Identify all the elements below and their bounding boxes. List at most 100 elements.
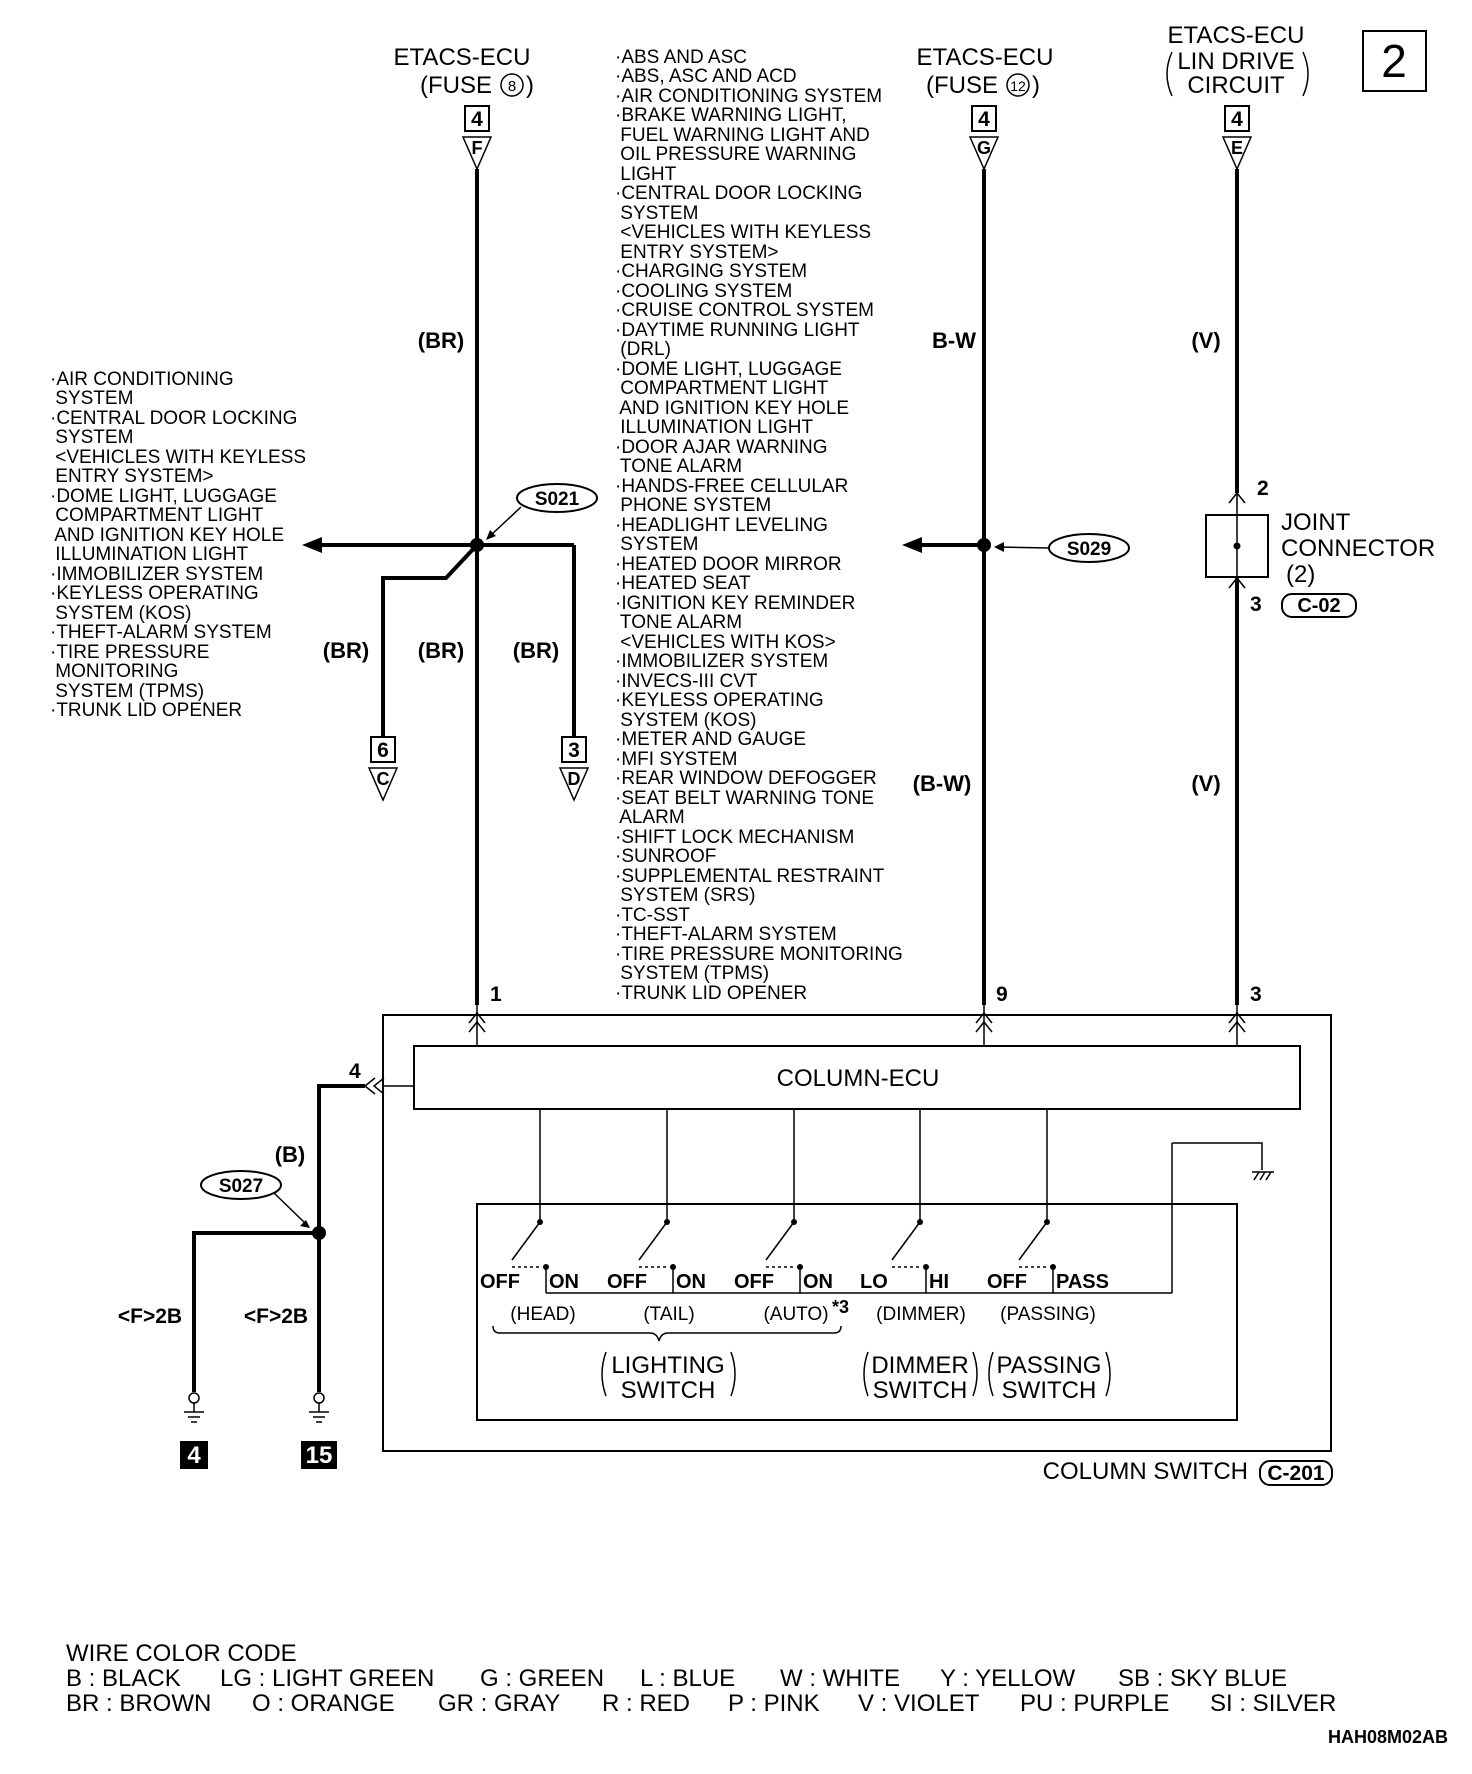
wire-label-br-left: (BR): [323, 638, 369, 663]
center-system-item: ·HEADLIGHT LEVELING: [615, 515, 828, 536]
switch-auto-off: OFF: [734, 1271, 774, 1293]
center-system-item: COMPARTMENT LIGHT: [615, 378, 829, 399]
joint-pin-bottom: 3: [1250, 593, 1262, 616]
joint-pin-top: 2: [1257, 477, 1269, 500]
lighting-switch-line2: SWITCH: [621, 1377, 716, 1404]
switch-dimmer: LO HI (DIMMER): [860, 1219, 966, 1325]
switch-head: OFF ON (HEAD): [480, 1219, 579, 1325]
switch-head-off: OFF: [480, 1271, 520, 1293]
lighting-switch-line1: LIGHTING: [611, 1352, 724, 1379]
color-code-item: SB : SKY BLUE: [1118, 1665, 1287, 1692]
branch-connector-6c: 6 C: [367, 736, 399, 802]
source-left-terminal: F: [472, 138, 483, 158]
switch-tail-on: ON: [676, 1271, 706, 1293]
switch-groups: LIGHTING SWITCH DIMMER SWITCH PASSING SW…: [492, 1325, 1111, 1404]
page-number-box: 2: [1362, 30, 1427, 92]
center-system-item: ·AIR CONDITIONING SYSTEM: [615, 86, 882, 107]
left-system-item: SYSTEM (KOS): [50, 603, 191, 624]
left-system-item: ENTRY SYSTEM>: [50, 466, 214, 487]
color-code-item: GR : GRAY: [438, 1690, 560, 1717]
center-system-item: <VEHICLES WITH KEYLESS: [615, 222, 871, 243]
source-etacs-fuse-8: ETACS-ECU (FUSE 8 ) 4 F: [394, 44, 534, 171]
color-code-item: R : RED: [602, 1690, 690, 1717]
center-system-item: ·TC-SST: [615, 905, 690, 926]
color-code-item: BR : BROWN: [66, 1690, 211, 1717]
center-system-item: ·CENTRAL DOOR LOCKING: [615, 183, 862, 204]
left-system-item: ·AIR CONDITIONING: [50, 369, 234, 390]
wire-label-v-bottom: (V): [1191, 771, 1220, 796]
branch-3-number: 3: [568, 739, 580, 762]
center-system-item: ·MFI SYSTEM: [615, 749, 737, 770]
center-system-item: ·COOLING SYSTEM: [615, 281, 792, 302]
ground-ref-left: <F>2B: [118, 1305, 182, 1328]
source-mid-close: ): [1032, 72, 1040, 99]
ground-number-15: 15: [306, 1442, 333, 1469]
color-code-item: P : PINK: [728, 1690, 820, 1717]
joint-connector: 2 3 JOINT CONNECTOR (2) C-02: [1205, 477, 1435, 618]
color-code-item: V : VIOLET: [858, 1690, 980, 1717]
left-system-item: ·KEYLESS OPERATING: [50, 583, 259, 604]
source-right-line2: LIN DRIVE: [1177, 48, 1294, 75]
passing-switch-line1: PASSING: [997, 1352, 1102, 1379]
center-system-item: <VEHICLES WITH KOS>: [615, 632, 836, 653]
wire-label-br-right: (BR): [513, 638, 559, 663]
center-system-item: ·DOOR AJAR WARNING: [615, 437, 828, 458]
color-code-item: SI : SILVER: [1210, 1690, 1336, 1717]
dimmer-switch-line1: DIMMER: [871, 1352, 968, 1379]
branch-6-terminal: C: [377, 769, 390, 789]
center-system-item: PHONE SYSTEM: [615, 495, 771, 516]
center-system-item: ·METER AND GAUGE: [615, 729, 806, 750]
switch-tail-off: OFF: [607, 1271, 647, 1293]
left-system-item: ·TIRE PRESSURE: [50, 642, 209, 663]
wire-label-bw-bottom: (B-W): [913, 771, 972, 796]
wire-label-br-center: (BR): [418, 638, 464, 663]
switch-tail: OFF ON (TAIL): [607, 1219, 706, 1325]
branch-3-terminal: D: [568, 769, 581, 789]
left-system-item: ILLUMINATION LIGHT: [50, 544, 249, 565]
wire-color-title: WIRE COLOR CODE: [66, 1640, 297, 1667]
joint-label-line1: JOINT: [1281, 509, 1351, 536]
color-code-item: Y : YELLOW: [940, 1665, 1076, 1692]
center-system-item: FUEL WARNING LIGHT AND: [615, 125, 870, 146]
switch-passing-pass: PASS: [1056, 1271, 1109, 1293]
source-right-terminal: E: [1231, 138, 1243, 158]
center-system-item: SYSTEM (TPMS): [615, 963, 769, 984]
color-code-item: LG : LIGHT GREEN: [220, 1665, 434, 1692]
center-system-item: LIGHT: [615, 164, 677, 185]
source-left-connector: 4: [471, 108, 483, 131]
left-system-item: SYSTEM: [50, 427, 133, 448]
left-system-item: ·IMMOBILIZER SYSTEM: [50, 564, 263, 585]
color-code-item: PU : PURPLE: [1020, 1690, 1169, 1717]
center-system-item: ·SEAT BELT WARNING TONE: [615, 788, 874, 809]
source-etacs-lin-drive: ETACS-ECU LIN DRIVE CIRCUIT 4 E: [1166, 22, 1309, 171]
splice-s021-label: S021: [535, 489, 580, 510]
center-system-item: ·KEYLESS OPERATING: [615, 690, 824, 711]
source-right-line1: ETACS-ECU: [1168, 22, 1305, 49]
switch-auto-name: (AUTO): [763, 1304, 828, 1325]
source-left-close: ): [526, 72, 534, 99]
switch-passing-off: OFF: [987, 1271, 1027, 1293]
switch-passing-name: (PASSING): [1000, 1304, 1096, 1325]
center-system-item: ILLUMINATION LIGHT: [615, 417, 814, 438]
column-pin-4: 4: [349, 1060, 361, 1083]
center-system-item: ·HEATED DOOR MIRROR: [615, 554, 842, 575]
center-system-item: ·SUNROOF: [615, 846, 716, 867]
center-system-item: ·SHIFT LOCK MECHANISM: [615, 827, 854, 848]
source-right-connector: 4: [1231, 108, 1243, 131]
wire-label-bw-top: B-W: [932, 328, 976, 353]
column-ecu-box: [413, 1045, 1301, 1110]
left-system-item: ·DOME LIGHT, LUGGAGE: [50, 486, 277, 507]
color-code-item: L : BLUE: [640, 1665, 735, 1692]
center-system-item: ·CHARGING SYSTEM: [615, 261, 807, 282]
splice-s021: S021: [302, 483, 598, 737]
center-system-item: ·DAYTIME RUNNING LIGHT: [615, 320, 860, 341]
color-code-item: O : ORANGE: [252, 1690, 395, 1717]
source-mid-connector: 4: [978, 108, 990, 131]
ground-circuit: (B) S027 <F>2B <F>2B 4 15: [118, 1084, 365, 1469]
left-system-item: ·TRUNK LID OPENER: [50, 700, 242, 721]
switch-dimmer-name: (DIMMER): [876, 1304, 966, 1325]
source-left-fuse: 8: [508, 78, 516, 95]
branch-6-number: 6: [377, 739, 389, 762]
center-system-item: ·CRUISE CONTROL SYSTEM: [615, 300, 874, 321]
